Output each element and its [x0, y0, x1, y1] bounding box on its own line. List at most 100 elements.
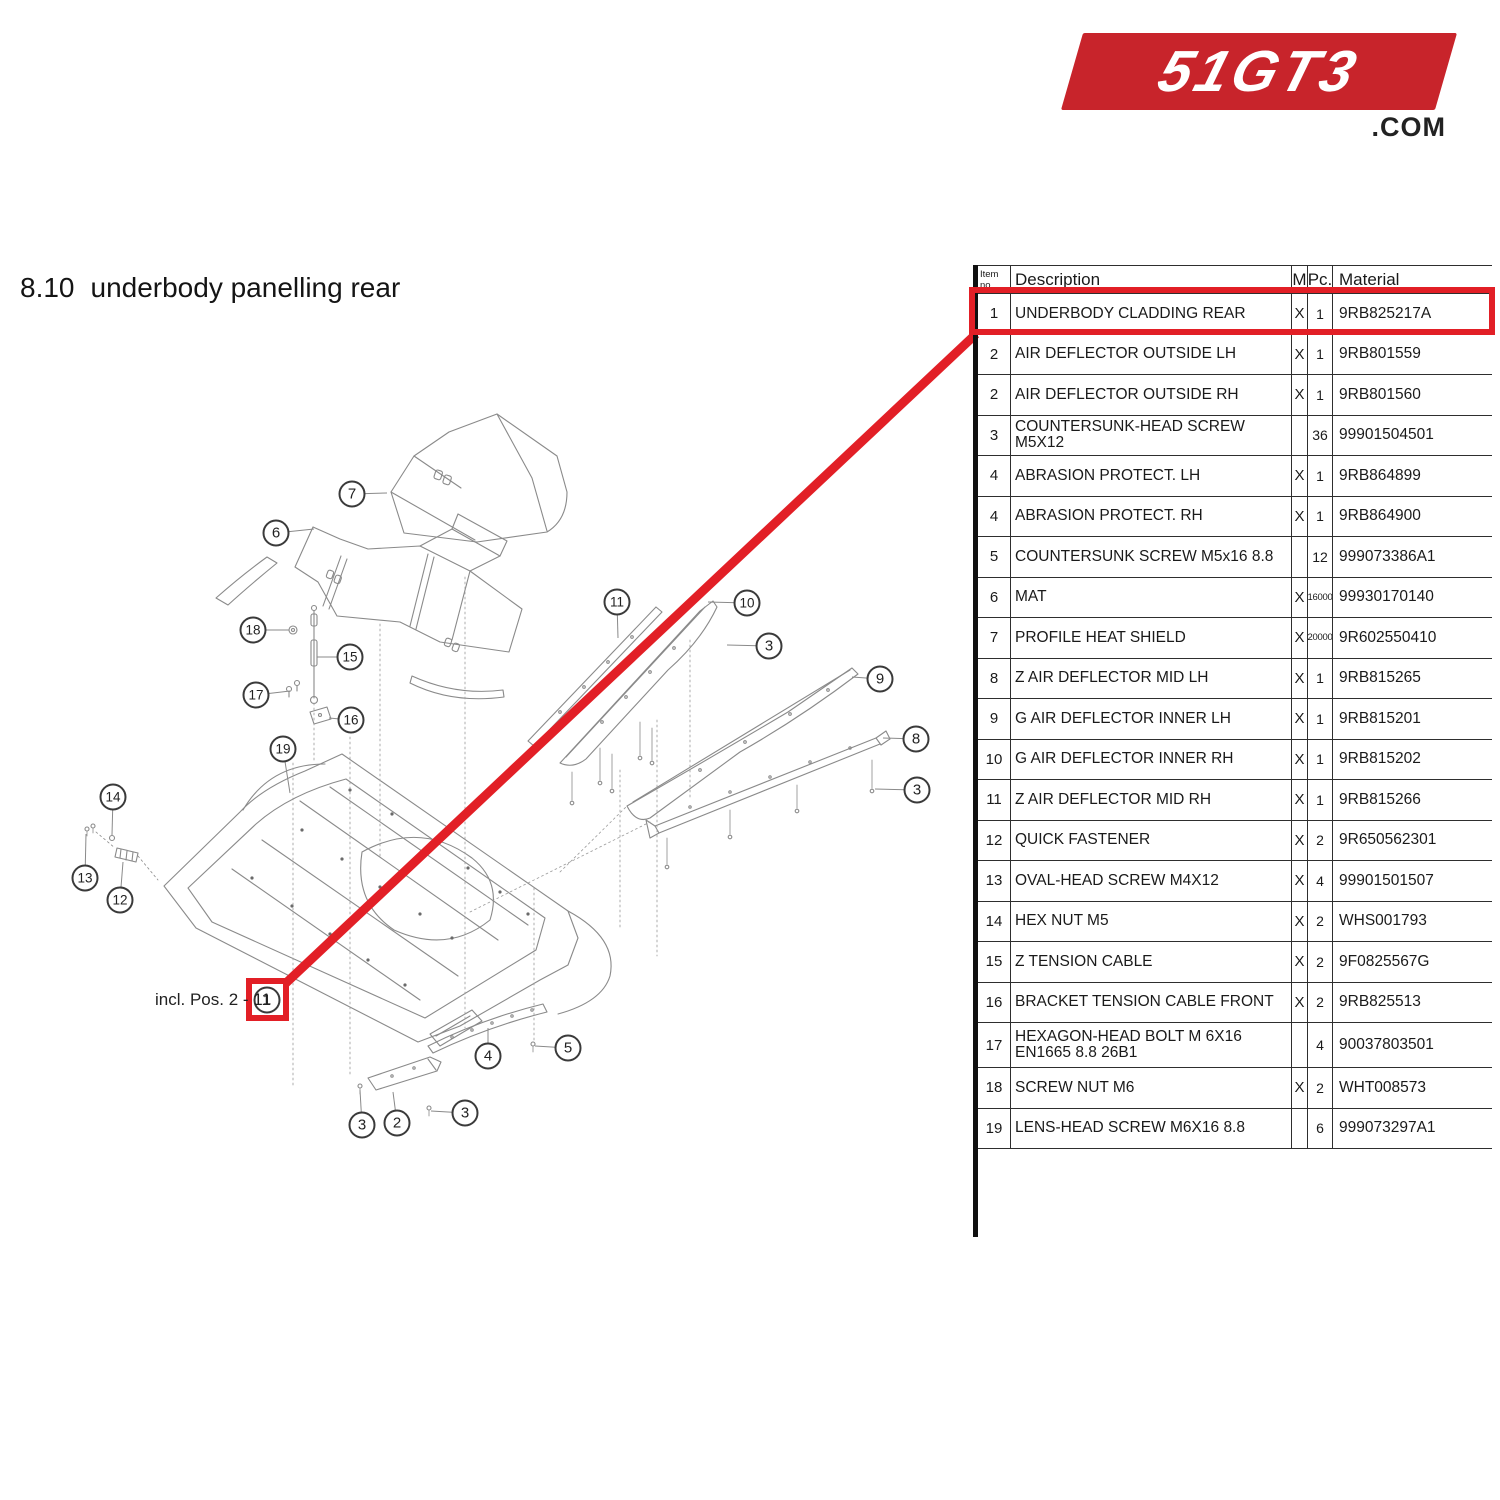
- cell-material: 99930170140: [1339, 588, 1434, 606]
- callout-13: 13: [71, 833, 99, 892]
- cell-material: WHT008573: [1339, 1078, 1427, 1096]
- cell-item-no: 16: [978, 982, 1011, 1022]
- cell-m: X: [1292, 699, 1308, 739]
- cell-m: X: [1292, 618, 1308, 658]
- cell-material: 9R602550410: [1339, 628, 1437, 646]
- cell-item-no: 8: [978, 658, 1011, 698]
- cell-description: UNDERBODY CLADDING REAR: [1011, 294, 1292, 334]
- callout-number: 6: [272, 525, 280, 542]
- cell-pc: 1: [1308, 699, 1333, 739]
- cell-pc: 2: [1308, 1068, 1333, 1108]
- cell-pc: 2: [1308, 820, 1333, 860]
- cell-description: AIR DEFLECTOR OUTSIDE RH: [1011, 375, 1292, 415]
- cell-description: HEX NUT M5: [1011, 901, 1292, 941]
- cell-m: X: [1292, 982, 1308, 1022]
- callout-15: 15: [317, 643, 364, 671]
- cell-description: OVAL-HEAD SCREW M4X12: [1011, 861, 1292, 901]
- cell-m: X: [1292, 658, 1308, 698]
- cell-m: X: [1292, 942, 1308, 982]
- cell-pc: 1: [1308, 496, 1333, 536]
- cell-pc: 36: [1308, 415, 1333, 455]
- cell-item-no: 2: [978, 375, 1011, 415]
- cell-item-no: 5: [978, 537, 1011, 577]
- col-header-pc: Pc.: [1308, 266, 1333, 293]
- callout-number: 12: [112, 893, 127, 908]
- callout-circle: [383, 1109, 411, 1137]
- cell-material: 99901504501: [1339, 426, 1434, 444]
- callout-6: 6: [262, 519, 315, 547]
- col-header-material: Material: [1339, 269, 1400, 289]
- cell-m: X: [1292, 901, 1308, 941]
- cell-item-no: 13: [978, 861, 1011, 901]
- cell-item-no: 6: [978, 577, 1011, 617]
- callout-circle: [269, 735, 297, 763]
- callout-4: 4: [474, 1028, 502, 1070]
- logo-background: 51GT3: [1060, 33, 1458, 110]
- cell-material: 9RB864900: [1339, 507, 1421, 525]
- callout-circle: [554, 1034, 582, 1062]
- cell-material: 99901501507: [1339, 871, 1434, 889]
- cell-m: X: [1292, 294, 1308, 334]
- cell-material: 9RB815201: [1339, 709, 1421, 727]
- cell-description: COUNTERSUNK-HEAD SCREW M5X12: [1011, 415, 1292, 455]
- callout-circle: [866, 665, 894, 693]
- cell-m: X: [1292, 334, 1308, 374]
- cell-m: [1292, 1108, 1308, 1148]
- cell-material: 9RB825513: [1339, 993, 1421, 1011]
- cell-material: 9RB801560: [1339, 385, 1421, 403]
- cell-item-no: 11: [978, 780, 1011, 820]
- callout-circle: [262, 519, 290, 547]
- cell-item-no: 10: [978, 739, 1011, 779]
- col-header-item: Item no.: [978, 266, 1011, 293]
- cell-item-no: 7: [978, 618, 1011, 658]
- table-header-row: Item no. Description M Pc. Material: [978, 265, 1492, 294]
- logo-domain: .COM: [1371, 112, 1446, 142]
- cell-description: ABRASION PROTECT. RH: [1011, 496, 1292, 536]
- cell-item-no: 15: [978, 942, 1011, 982]
- alignment-dotted-lines: [292, 576, 691, 1089]
- cell-item-no: 4: [978, 496, 1011, 536]
- part-underbody-panel: [163, 753, 612, 1047]
- cell-material: 9RB825217A: [1339, 304, 1432, 322]
- callout-circle: [902, 725, 930, 753]
- callout-circle: [239, 616, 267, 644]
- cell-pc: 20000: [1308, 618, 1333, 658]
- highlight-connector-line: [282, 330, 980, 987]
- callout-number: 7: [348, 486, 356, 503]
- site-logo[interactable]: 51GT3: [1060, 33, 1458, 110]
- cell-item-no: 9: [978, 699, 1011, 739]
- logo-text: 51GT3: [1151, 38, 1368, 104]
- callout-circle: [253, 986, 281, 1014]
- cell-pc: 2: [1308, 901, 1333, 941]
- cell-material: 9F0825567G: [1339, 952, 1430, 970]
- callout-circle: [733, 589, 761, 617]
- section-title: underbody panelling rear: [90, 272, 401, 303]
- callout-3: 3: [348, 1089, 376, 1139]
- part-lower-strips: [357, 1003, 548, 1117]
- callout-circle: [903, 776, 931, 804]
- cell-material: 9RB864899: [1339, 466, 1421, 484]
- callout-number: 11: [610, 595, 624, 610]
- cell-item-no: 1: [978, 294, 1011, 334]
- cell-description: COUNTERSUNK SCREW M5x16 8.8: [1011, 537, 1292, 577]
- part-tension-cable: [285, 604, 332, 725]
- callout-5: 5: [534, 1034, 582, 1062]
- callout-number: 14: [105, 790, 121, 805]
- callout-circle: [71, 864, 99, 892]
- callout-number: 4: [484, 1048, 492, 1065]
- cell-material: 9RB815266: [1339, 790, 1421, 808]
- callout-number: 1: [263, 992, 271, 1009]
- cell-item-no: 3: [978, 415, 1011, 455]
- callout-circle: [242, 681, 270, 709]
- section-number: 8.10: [20, 272, 75, 303]
